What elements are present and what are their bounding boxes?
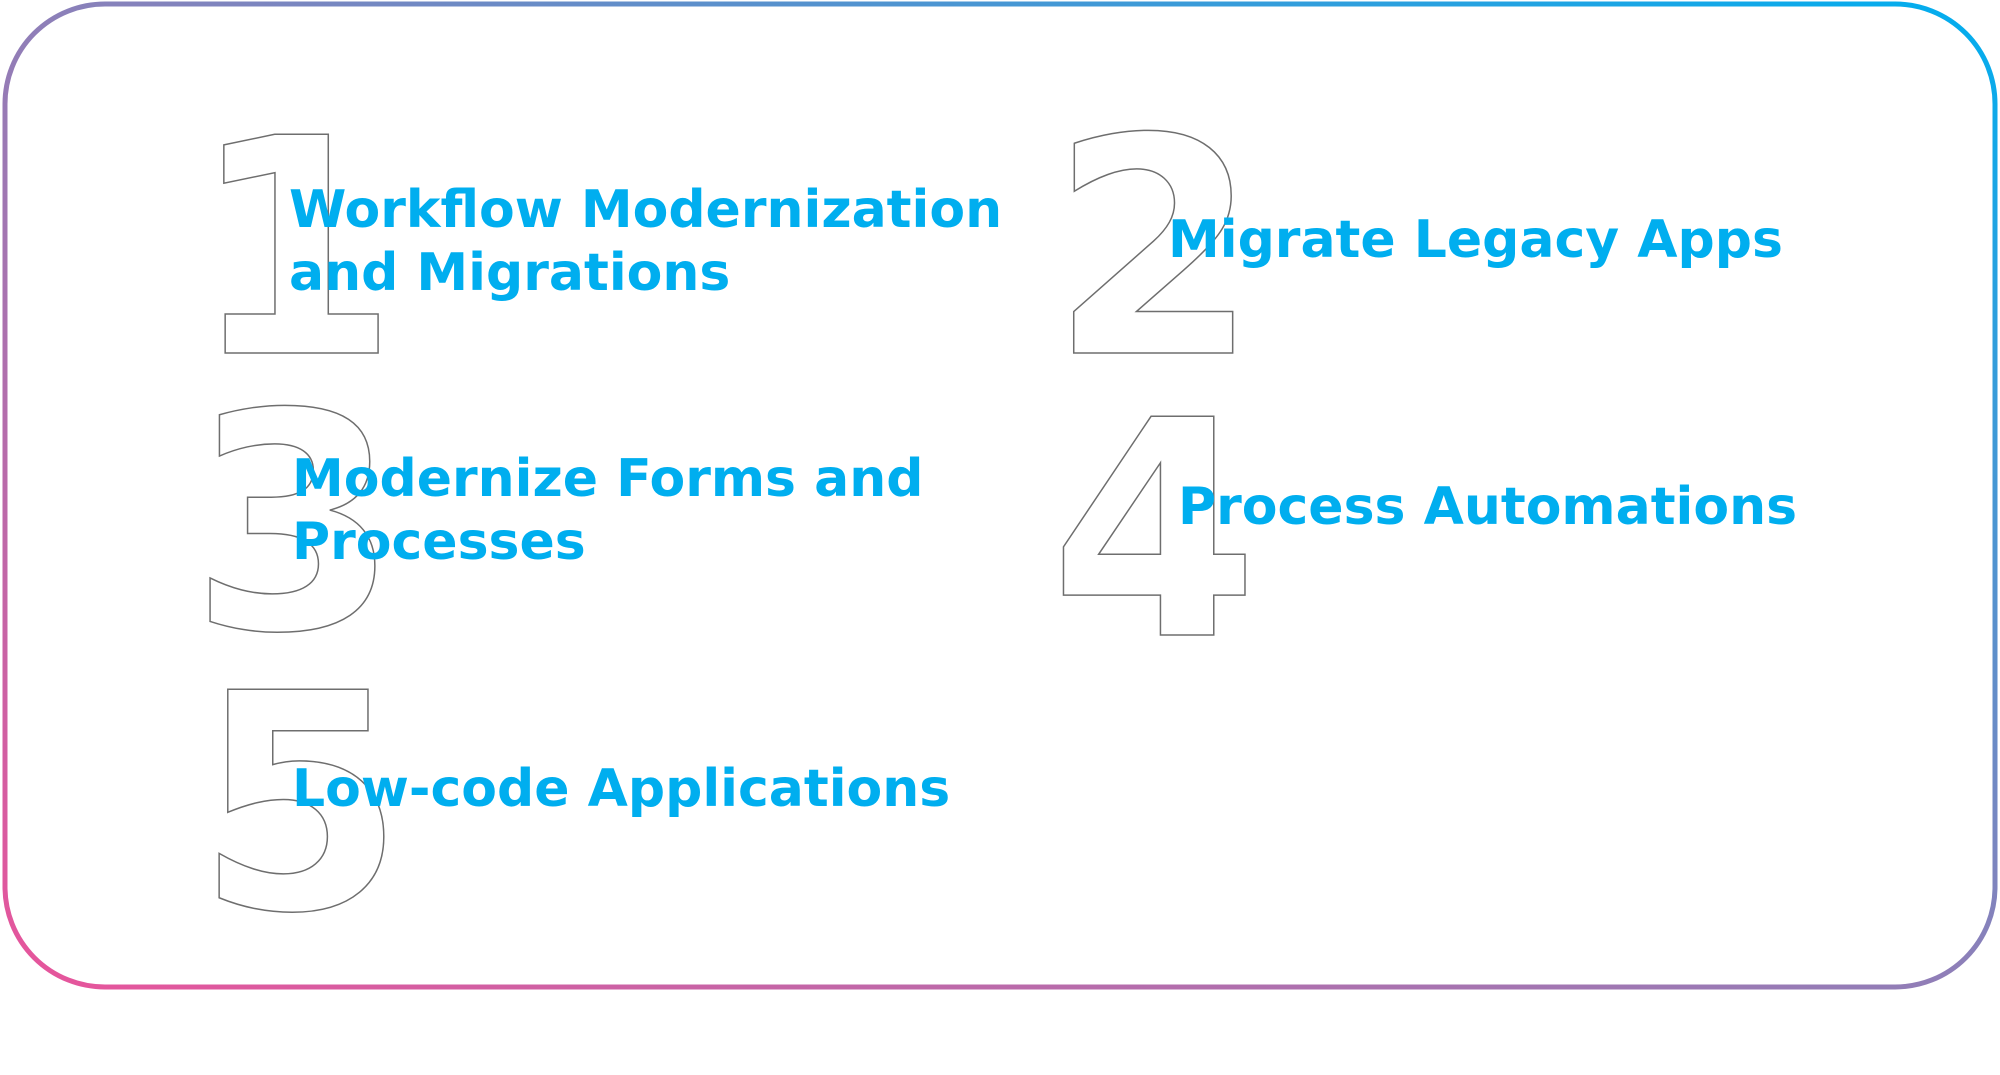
numeral-2: 2 (1049, 75, 1259, 424)
numeral-1: 1 (189, 75, 399, 424)
item-label-low-code-applications: Low-code Applications (292, 759, 951, 819)
item-label-migrate-legacy-apps: Migrate Legacy Apps (1168, 210, 1783, 270)
item-label-modernize-forms: Modernize Forms and Processes (292, 448, 923, 574)
numeral-3: 3 (189, 350, 399, 699)
item-label-workflow-modernization-text: Workflow Modernization and Migrations (289, 180, 1003, 303)
numeral-4: 4 (1049, 357, 1259, 706)
item-label-modernize-forms-text: Modernize Forms and Processes (292, 449, 924, 572)
numeral-5: 5 (195, 630, 405, 979)
item-label-workflow-modernization: Workflow Modernization and Migrations (289, 179, 1002, 305)
item-label-process-automations: Process Automations (1178, 477, 1798, 537)
